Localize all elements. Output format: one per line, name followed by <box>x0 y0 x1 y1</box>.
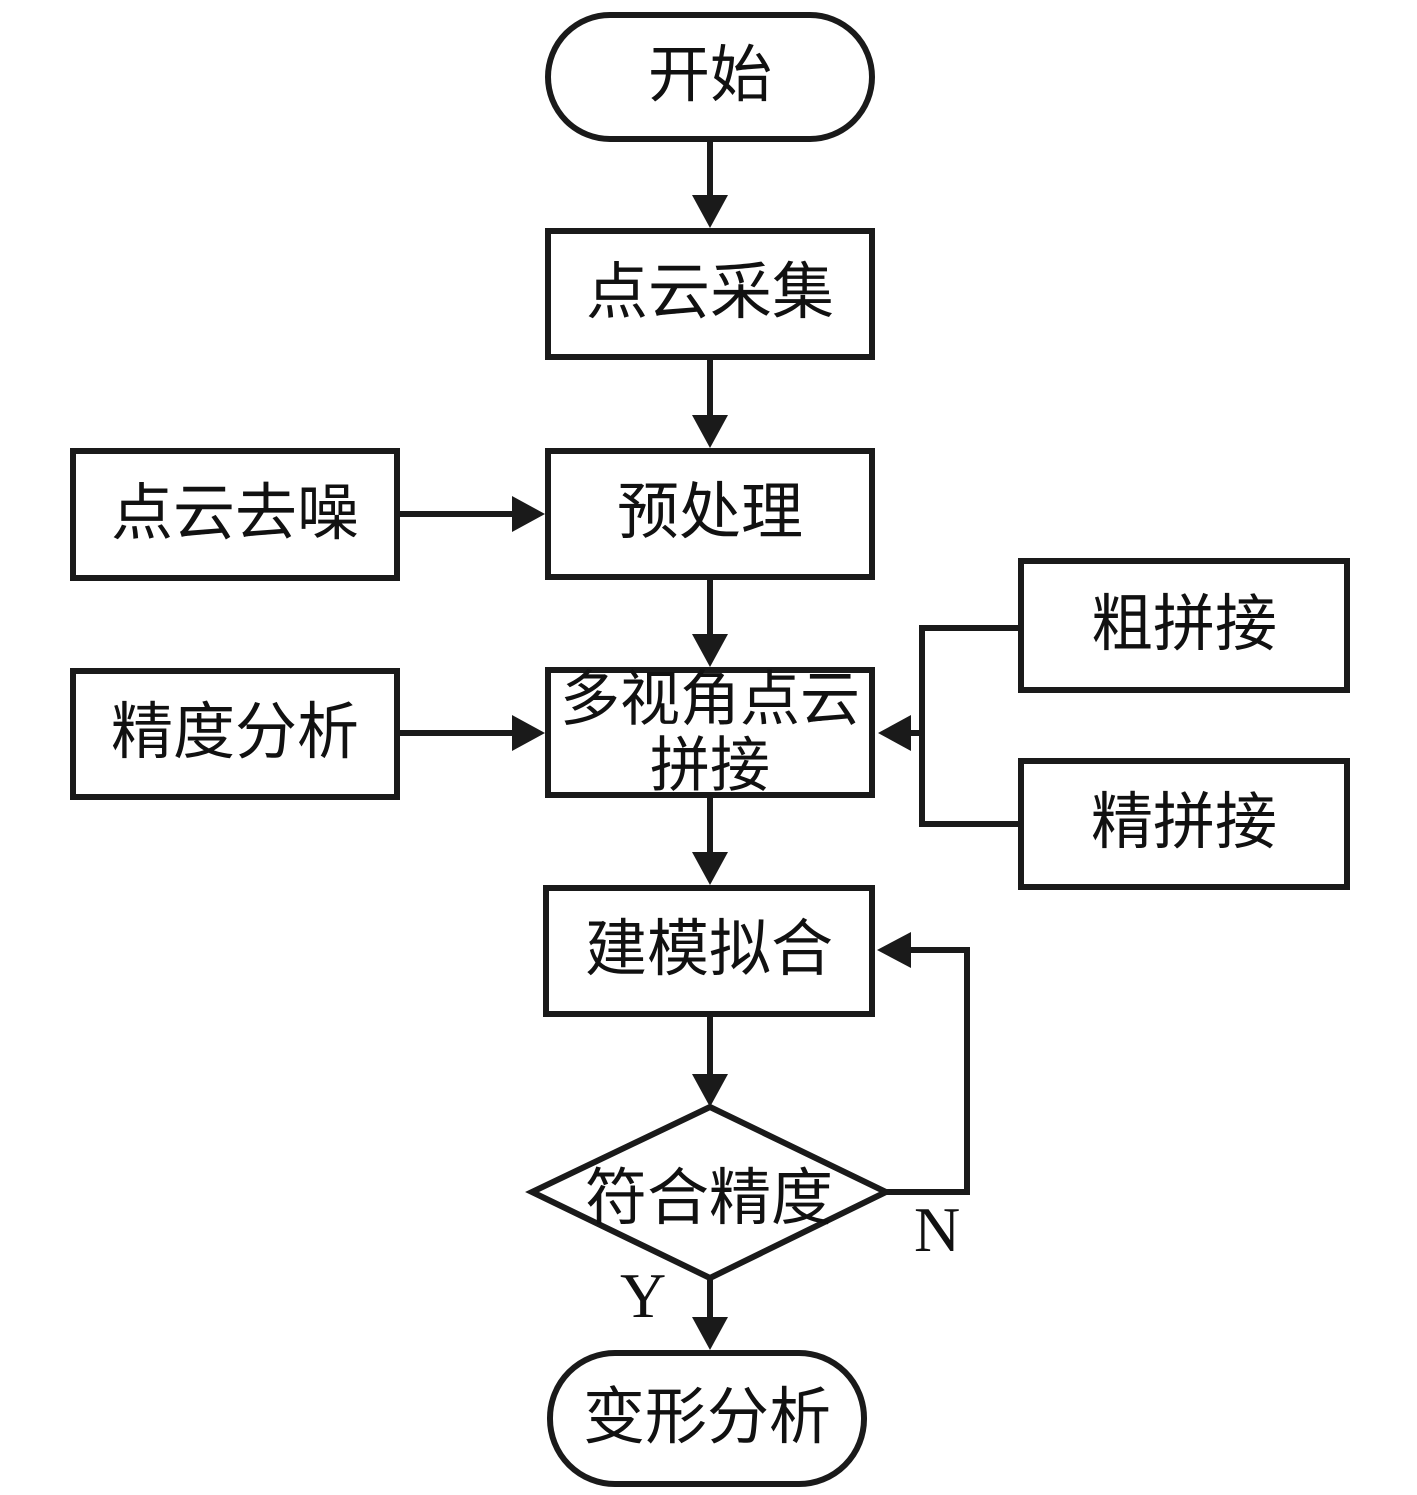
arrowhead-into-collect <box>692 195 728 228</box>
arrowhead-into-model-top <box>692 852 728 885</box>
node-accuracy-analysis: 精度分析 <box>70 668 400 800</box>
node-multiview-stitching: 多视角点云 拼接 <box>545 666 875 799</box>
node-point-cloud-collection-label: 点云采集 <box>585 259 834 328</box>
arrowhead-denoise-into-preprocess <box>512 496 545 532</box>
arrowhead-loop-into-model <box>877 932 911 968</box>
edge-label-yes: Y <box>620 1260 667 1331</box>
arrowhead-into-end <box>692 1317 728 1350</box>
node-preprocessing: 预处理 <box>545 448 875 580</box>
edge-bracket-coarse-fine <box>919 625 1018 827</box>
node-accuracy-analysis-label: 精度分析 <box>110 699 359 768</box>
node-decision-meets-accuracy: 符合精度 <box>532 1140 886 1244</box>
node-coarse-stitching: 粗拼接 <box>1018 558 1350 693</box>
node-coarse-stitching-label: 粗拼接 <box>1090 590 1277 659</box>
node-deformation-analysis: 变形分析 <box>547 1350 867 1487</box>
node-point-cloud-denoising: 点云去噪 <box>70 448 400 581</box>
node-decision-label: 符合精度 <box>584 1165 833 1233</box>
edge-no-loop <box>886 947 970 1195</box>
arrowhead-accuracy-into-stitch <box>512 715 545 751</box>
node-multiview-stitching-line1: 多视角点云 <box>560 666 860 733</box>
node-fine-stitching-label: 精拼接 <box>1090 789 1277 858</box>
node-fine-stitching: 精拼接 <box>1018 758 1350 890</box>
node-deformation-analysis-label: 变形分析 <box>582 1383 831 1452</box>
node-start-label: 开始 <box>647 42 772 111</box>
node-modeling-fitting: 建模拟合 <box>543 885 875 1017</box>
node-point-cloud-denoising-label: 点云去噪 <box>110 479 359 548</box>
arrowhead-into-preprocess-top <box>692 415 728 448</box>
node-modeling-fitting-label: 建模拟合 <box>584 916 833 985</box>
edge-label-no: N <box>914 1194 961 1265</box>
node-multiview-stitching-line2: 拼接 <box>650 732 770 799</box>
node-point-cloud-collection: 点云采集 <box>545 228 875 360</box>
decision-diamond-shape <box>525 1103 893 1282</box>
node-start: 开始 <box>545 12 875 142</box>
arrowhead-into-decision <box>692 1074 728 1107</box>
arrowhead-into-stitch-top <box>692 634 728 667</box>
node-preprocessing-label: 预处理 <box>616 479 803 548</box>
arrowhead-bracket-into-stitch <box>878 715 911 751</box>
